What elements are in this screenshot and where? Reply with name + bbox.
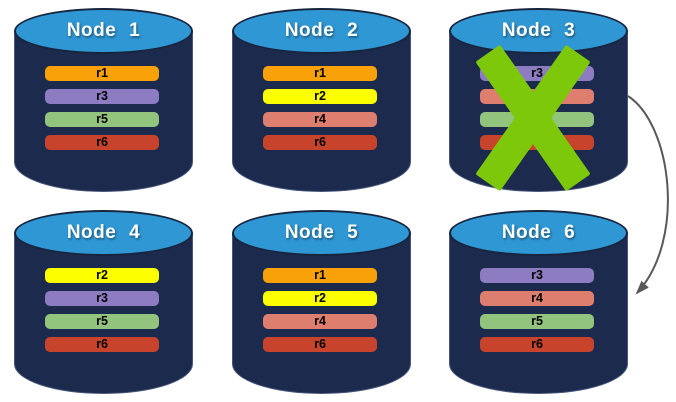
replica-bar: r5 <box>45 112 159 127</box>
replica-bar: r2 <box>263 291 377 306</box>
node-title: Node 6 <box>501 222 576 243</box>
replica-label: r5 <box>96 314 108 328</box>
node-5-cylinder: Node 5 r1 r2 r4 r6 <box>232 210 411 394</box>
replica-label: r3 <box>531 66 543 80</box>
replica-list: r1 r3 r5 r6 <box>45 66 159 158</box>
replica-bar: r5 <box>480 314 594 329</box>
replica-label: r5 <box>96 112 108 126</box>
node-title: Node 5 <box>284 222 359 243</box>
replica-bar: r4 <box>263 112 377 127</box>
replica-bar: r6 <box>480 337 594 352</box>
replica-label: r6 <box>531 337 543 351</box>
replica-label: r3 <box>531 268 543 282</box>
replica-bar: r1 <box>263 66 377 81</box>
replica-label: r6 <box>314 337 326 351</box>
cylinder-body <box>449 233 628 394</box>
replica-bar: r3 <box>480 268 594 283</box>
replica-label: r1 <box>314 66 326 80</box>
cylinder-top: Node 5 <box>232 210 411 256</box>
node-6-cylinder: Node 6 r3 r4 r5 r6 <box>449 210 628 394</box>
node-title: Node 4 <box>66 222 141 243</box>
cylinder-top: Node 3 <box>449 8 628 54</box>
replica-label: r2 <box>96 268 108 282</box>
cylinder-top: Node 1 <box>14 8 193 54</box>
replica-list: r2 r3 r5 r6 <box>45 268 159 360</box>
replica-bar: r6 <box>45 337 159 352</box>
cylinder-body <box>232 233 411 394</box>
node-title: Node 3 <box>501 20 576 41</box>
replica-label: r6 <box>96 135 108 149</box>
replica-list: r3 r4 r5 r6 <box>480 268 594 360</box>
replica-bar: r1 <box>263 268 377 283</box>
replica-bar: r3 <box>45 291 159 306</box>
replica-label: r5 <box>531 314 543 328</box>
replica-bar: r2 <box>263 89 377 104</box>
replica-label: r2 <box>314 89 326 103</box>
node-4-cylinder: Node 4 r2 r3 r5 r6 <box>14 210 193 394</box>
replica-bar: r5 <box>45 314 159 329</box>
failure-x-icon <box>449 8 628 192</box>
cylinder-body <box>232 31 411 192</box>
cylinder-top: Node 2 <box>232 8 411 54</box>
replica-bar: r1 <box>45 66 159 81</box>
replica-bar: r4 <box>263 314 377 329</box>
node-2-cylinder: Node 2 r1 r2 r4 r6 <box>232 8 411 192</box>
cylinder-body <box>14 233 193 394</box>
replica-label: r2 <box>314 291 326 305</box>
replica-label: r4 <box>314 112 326 126</box>
replica-label: r1 <box>96 66 108 80</box>
replica-label: r6 <box>96 337 108 351</box>
replica-label: r3 <box>96 291 108 305</box>
replica-bar: r6 <box>45 135 159 150</box>
node-1-cylinder: Node 1 r1 r3 r5 r6 <box>14 8 193 192</box>
replica-label: r1 <box>314 268 326 282</box>
replica-bar: r6 <box>263 337 377 352</box>
replica-bar: r2 <box>45 268 159 283</box>
replica-bar: r4 <box>480 291 594 306</box>
replica-list: r1 r2 r4 r6 <box>263 66 377 158</box>
cylinder-top: Node 6 <box>449 210 628 256</box>
replica-list: r1 r2 r4 r6 <box>263 268 377 360</box>
replica-label: r4 <box>531 291 543 305</box>
cylinder-body <box>14 31 193 192</box>
replica-bar: r3 <box>45 89 159 104</box>
node-3-cylinder: Node 3 r3 <box>449 8 628 192</box>
replica-label: r4 <box>314 314 326 328</box>
replica-label: r3 <box>96 89 108 103</box>
node-title: Node 1 <box>66 20 141 41</box>
failover-arrow-curve <box>627 95 669 295</box>
cylinder-top: Node 4 <box>14 210 193 256</box>
replica-label: r6 <box>314 135 326 149</box>
node-title: Node 2 <box>284 20 359 41</box>
replica-bar: r6 <box>263 135 377 150</box>
